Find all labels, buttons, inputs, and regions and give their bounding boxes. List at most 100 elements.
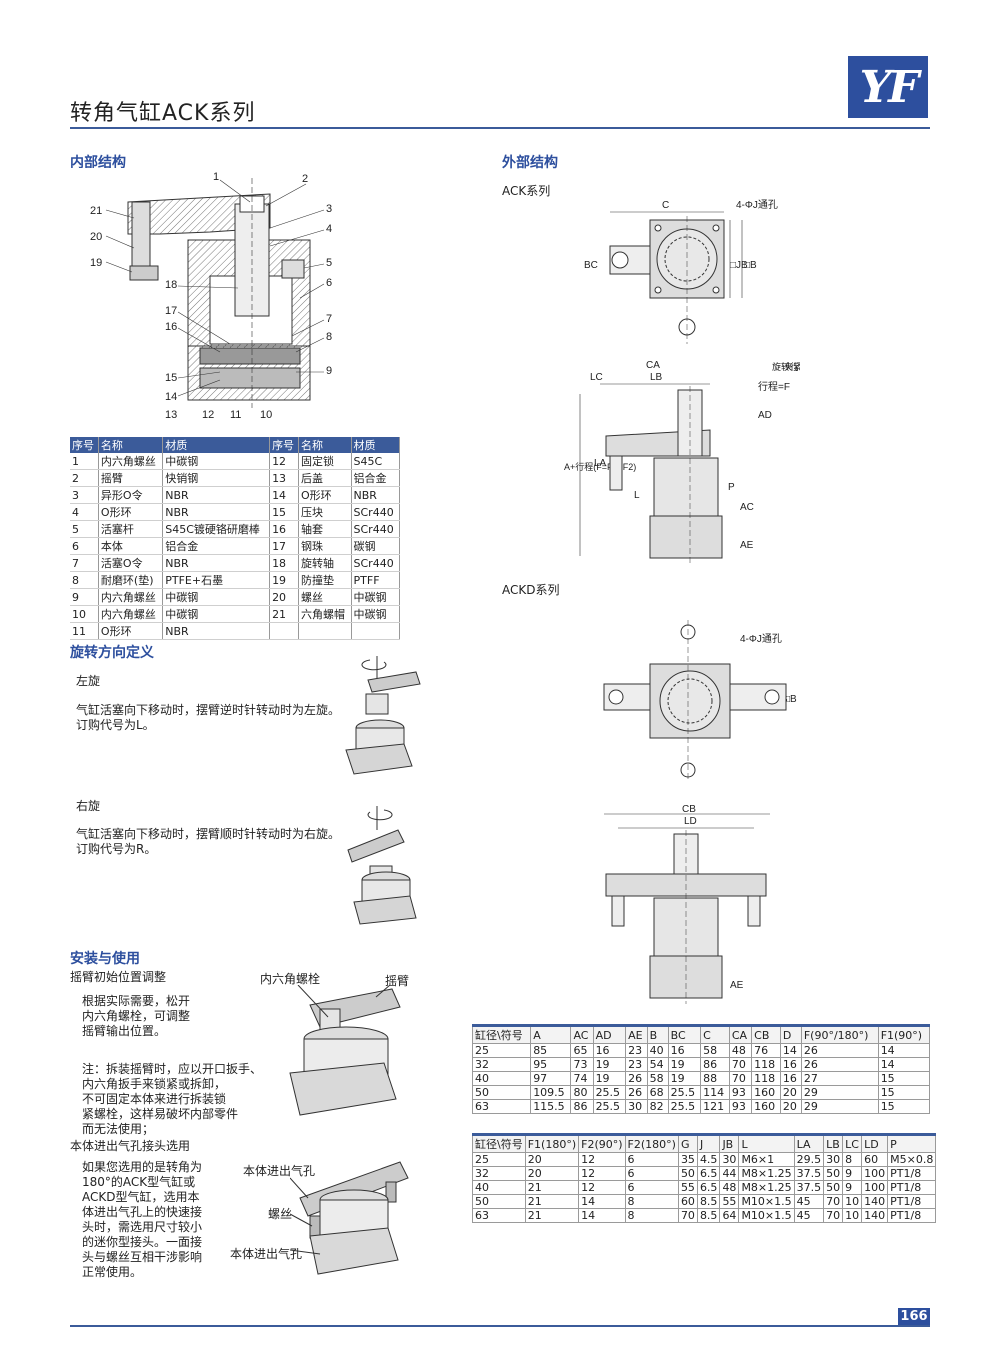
table-cell: 后盖 bbox=[298, 469, 352, 487]
table-cell: 异形O令 bbox=[98, 486, 164, 504]
table-cell: 中碳钢 bbox=[351, 605, 401, 623]
svg-text:8: 8 bbox=[326, 331, 332, 343]
table-cell: 70 bbox=[728, 1071, 753, 1086]
table-cell: 26 bbox=[625, 1085, 648, 1100]
table-cell: 螺丝 bbox=[298, 588, 352, 606]
table-cell: 6.5 bbox=[696, 1180, 721, 1195]
table-cell: M5×0.8 bbox=[887, 1152, 937, 1167]
table-cell: O形环 bbox=[298, 486, 352, 504]
table-cell: 5 bbox=[70, 520, 99, 538]
ackd-series-label: ACKD系列 bbox=[502, 583, 560, 597]
table-cell: 70 bbox=[823, 1208, 844, 1223]
table-cell: PT1/8 bbox=[887, 1166, 937, 1181]
col-header: F2(90°) bbox=[578, 1133, 626, 1153]
table-cell: 74 bbox=[570, 1071, 594, 1086]
table-cell: 76 bbox=[751, 1043, 781, 1058]
table-cell: 55 bbox=[719, 1194, 740, 1209]
table-cell: 35 bbox=[677, 1152, 698, 1167]
table-cell: 23 bbox=[625, 1057, 648, 1072]
page-title: 转角气缸ACK系列 bbox=[70, 101, 256, 126]
col-header: F1(180°) bbox=[524, 1133, 580, 1153]
table-cell: 37.5 bbox=[793, 1166, 825, 1181]
table-cell: 85 bbox=[530, 1043, 572, 1058]
table-cell: 19 bbox=[269, 571, 299, 589]
table-cell: 15 bbox=[269, 503, 299, 521]
table-cell: 16 bbox=[667, 1043, 702, 1058]
dim-b: □B bbox=[744, 260, 757, 271]
col-header: 材质 bbox=[162, 437, 271, 453]
table-cell: 10 bbox=[842, 1208, 863, 1223]
svg-text:19: 19 bbox=[90, 257, 102, 269]
table-cell: 50 bbox=[823, 1180, 844, 1195]
col-header: A bbox=[530, 1024, 572, 1044]
table-cell: 10 bbox=[70, 605, 99, 623]
table-cell: 25.5 bbox=[667, 1085, 702, 1100]
svg-text:9: 9 bbox=[326, 365, 332, 377]
table-cell: 3 bbox=[70, 486, 99, 504]
table-cell: 内六角螺丝 bbox=[98, 605, 164, 623]
table-cell: 20 bbox=[524, 1166, 580, 1181]
col-header: 名称 bbox=[298, 437, 352, 453]
rotation-heading: 旋转方向定义 bbox=[70, 645, 154, 661]
table-cell: 29.5 bbox=[793, 1152, 825, 1167]
right-rotation-illustration bbox=[347, 806, 417, 925]
table-cell: 55 bbox=[677, 1180, 698, 1195]
dim-stroke: 行程=F bbox=[758, 380, 790, 393]
table-cell: 8 bbox=[624, 1208, 679, 1223]
dim-jb: □JB bbox=[730, 260, 748, 271]
col-header: 名称 bbox=[98, 437, 164, 453]
table-cell: 40 bbox=[646, 1043, 669, 1058]
table-cell: 2 bbox=[70, 469, 99, 487]
svg-text:4: 4 bbox=[326, 223, 332, 235]
svg-text:3: 3 bbox=[326, 203, 332, 215]
table-cell: 26 bbox=[625, 1071, 648, 1086]
svg-text:18: 18 bbox=[165, 279, 177, 291]
svg-text:20: 20 bbox=[90, 231, 102, 243]
table-cell: 44 bbox=[719, 1166, 740, 1181]
svg-text:5: 5 bbox=[326, 257, 332, 269]
table-cell: 9 bbox=[842, 1166, 863, 1181]
left-rotation-title: 左旋 bbox=[76, 674, 101, 688]
table-cell: 70 bbox=[728, 1057, 753, 1072]
table-cell: 40 bbox=[472, 1180, 526, 1195]
table-cell: 内六角螺丝 bbox=[98, 588, 164, 606]
dim-ae-ackd: AE bbox=[730, 980, 744, 991]
table-cell: 140 bbox=[861, 1194, 889, 1209]
table-cell: 93 bbox=[728, 1085, 753, 1100]
table-cell: PT1/8 bbox=[887, 1180, 937, 1195]
table-cell: 8 bbox=[624, 1194, 679, 1209]
arm-adjust-title: 摇臂初始位置调整 bbox=[70, 970, 167, 984]
right-rotation-title: 右旋 bbox=[76, 799, 101, 813]
dim-cb: CB bbox=[682, 804, 696, 815]
table-cell: 14 bbox=[269, 486, 299, 504]
svg-text:14: 14 bbox=[165, 391, 177, 403]
table-cell: 20 bbox=[779, 1085, 802, 1100]
table-cell: 60 bbox=[677, 1194, 698, 1209]
table-cell: 19 bbox=[667, 1057, 702, 1072]
table-cell: 12 bbox=[578, 1180, 626, 1195]
svg-text:6: 6 bbox=[326, 277, 332, 289]
left-rotation-text: 气缸活塞向下移动时，摆臂逆时针转动时为左旋。 订购代号为L。 bbox=[76, 703, 341, 732]
table-cell: 4.5 bbox=[696, 1152, 721, 1167]
table-cell: 活塞O令 bbox=[98, 554, 164, 572]
label-port-top: 本体进出气孔 bbox=[243, 1164, 316, 1178]
table-cell: 8.5 bbox=[696, 1194, 721, 1209]
table-cell: 114 bbox=[700, 1085, 730, 1100]
table-cell: 16 bbox=[592, 1043, 627, 1058]
table-cell: 86 bbox=[570, 1099, 594, 1114]
table-cell: 内六角螺丝 bbox=[98, 453, 164, 470]
table-cell: 8 bbox=[842, 1152, 863, 1167]
col-header: AE bbox=[625, 1024, 648, 1044]
table-cell: 121 bbox=[700, 1099, 730, 1114]
table-cell: PT1/8 bbox=[887, 1194, 937, 1209]
